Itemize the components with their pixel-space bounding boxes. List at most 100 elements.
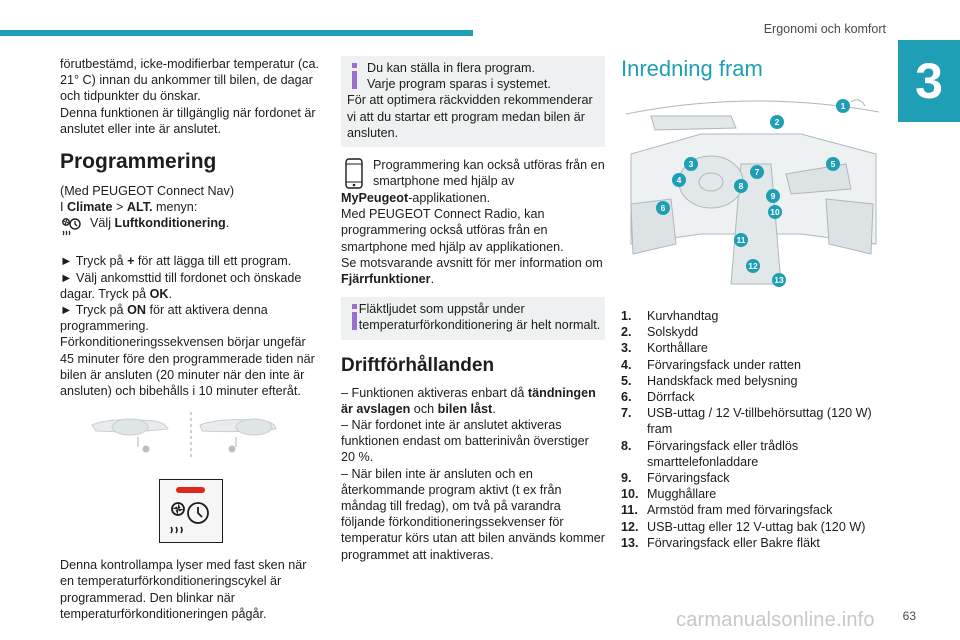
menu-alt: ALT. <box>126 200 153 215</box>
myapp-line: MyPeugeot-applikationen. <box>341 191 491 206</box>
column-middle: Du kan ställa in flera program. Varje pr… <box>341 56 605 563</box>
list-item-label: Solskydd <box>647 325 699 340</box>
list-item-number: 11. <box>621 503 638 518</box>
remote-functions-ref: Se motsvarande avsnitt för mer informati… <box>341 255 603 287</box>
interior-list-item: 1.Kurvhandtag <box>621 308 883 324</box>
callout-label: 6 <box>661 203 666 213</box>
nav-note: (Med PEUGEOT Connect Nav) <box>60 184 235 199</box>
list-item-label: Kurvhandtag <box>647 309 719 323</box>
interior-list-item: 13.Förvaringsfack eller Bakre fläkt <box>621 535 883 551</box>
callout-badge-9: 9 <box>766 189 780 203</box>
list-item-label: Handskfack med belysning <box>647 373 798 388</box>
chapter-color-bar <box>0 30 473 36</box>
info-text-line: Du kan ställa in flera program. <box>367 61 535 75</box>
list-item-number: 9. <box>621 471 632 486</box>
list-item-label: Förvaringsfack under ratten <box>647 357 801 372</box>
list-item-number: 4. <box>621 357 632 372</box>
condition-ignition-locked: – Funktionen aktiveras enbart då tändnin… <box>341 385 596 416</box>
list-item-number: 13. <box>621 535 639 550</box>
callout-label: 7 <box>755 167 760 177</box>
section-heading-driftforhallanden: Driftförhållanden <box>341 354 495 376</box>
list-item-label: Mugghållare <box>647 487 717 502</box>
callout-badge-3: 3 <box>684 157 698 171</box>
callout-badge-1: 1 <box>836 99 850 113</box>
list-item-number: 8. <box>621 438 632 453</box>
list-item-label: Förvaringsfack eller trådlös smarttelefo… <box>647 438 799 469</box>
menu-climate: Climate <box>67 200 113 215</box>
section-heading-programmering: Programmering <box>60 150 217 174</box>
interior-list-item: 3. Korthållare <box>621 340 883 356</box>
condition-battery-level: – När fordonet inte är anslutet aktivera… <box>341 418 589 465</box>
interior-list-item: 2. Solskydd <box>621 324 883 340</box>
interior-list-item: 4. Förvaringsfack under ratten <box>621 357 883 373</box>
red-indicator-bar <box>176 487 205 494</box>
smartphone-text: Programmering kan också utföras från en … <box>373 158 605 189</box>
interior-list-item: 6. Dörrfack <box>621 389 883 405</box>
preconditioning-warning-lamp <box>159 479 223 544</box>
section-heading-inredning-fram: Inredning fram <box>621 56 763 81</box>
interior-list-item: 7.USB-uttag / 12 V-tillbehörsuttag (120 … <box>621 405 883 437</box>
step-add-program: ► Tryck på + för att lägga till ett prog… <box>60 254 292 269</box>
list-item-label: Korthållare <box>647 341 708 356</box>
page-number: 63 <box>902 609 916 623</box>
info-icon <box>347 301 359 331</box>
intro-paragraph: förutbestämd, icke-modifierbar temperatu… <box>60 57 319 104</box>
callout-badge-12: 12 <box>746 259 760 273</box>
list-item-label: Förvaringsfack <box>647 471 730 486</box>
callout-label: 12 <box>748 261 758 271</box>
callout-label: 5 <box>831 159 836 169</box>
callout-label: 13 <box>774 275 784 285</box>
watermark: carmanualsonline.info <box>676 609 875 631</box>
info-icon <box>347 60 367 89</box>
info-box-multiple-programs: Du kan ställa in flera program. Varje pr… <box>341 56 605 148</box>
step-choose-time: ► Välj ankomsttid till fordonet och önsk… <box>60 270 302 301</box>
availability-paragraph: Denna funktionen är tillgänglig när ford… <box>60 105 316 136</box>
callout-label: 9 <box>771 191 776 201</box>
callout-label: 10 <box>770 207 780 217</box>
condition-recurring-program: – När bilen inte är ansluten och en åter… <box>341 466 605 562</box>
fan-noise-text: Fläktljudet som uppstår under temperatur… <box>358 302 601 333</box>
callout-label: 1 <box>841 101 846 111</box>
callout-badge-2: 2 <box>770 115 784 129</box>
chapter-number-tab: 3 <box>898 40 960 122</box>
list-item-number: 5. <box>621 373 632 388</box>
list-item-number: 10. <box>621 487 639 502</box>
interior-list-item: 9. Förvaringsfack <box>621 470 883 486</box>
callout-badge-6: 6 <box>656 201 670 215</box>
list-item-number: 3. <box>621 341 632 356</box>
smartphone-note: Programmering kan också utföras från en … <box>341 157 605 287</box>
list-item-number: 2. <box>621 325 632 340</box>
callout-label: 2 <box>775 117 780 127</box>
interior-list-item: 5. Handskfack med belysning <box>621 373 883 389</box>
warning-lamp-description: Denna kontrollampa lyser med fast sken n… <box>60 558 307 621</box>
step-activate: ► Tryck på ON för att aktivera denna pro… <box>60 303 268 334</box>
list-item-label: USB-uttag eller 12 V-uttag bak (120 W) <box>647 519 866 534</box>
list-item-number: 6. <box>621 390 632 405</box>
interior-list-item: 12. USB-uttag eller 12 V-uttag bak (120 W… <box>621 519 883 535</box>
callout-badge-4: 4 <box>672 173 686 187</box>
sequence-description: Förkonditioneringssekvensen börjar ungef… <box>60 335 315 399</box>
list-item-label: Armstöd fram med förvaringsfack <box>647 503 833 518</box>
callout-label: 4 <box>677 175 682 185</box>
list-item-number: 7. <box>621 406 632 421</box>
callout-badge-10: 10 <box>768 205 782 219</box>
connect-radio-text: Med PEUGEOT Connect Radio, kan programme… <box>341 207 564 254</box>
fan-clock-icon <box>170 502 209 534</box>
interior-list-item: 8. Förvaringsfack eller trådlös smarttele… <box>621 438 883 470</box>
chapter-title: Ergonomi och komfort <box>763 22 886 36</box>
select-ac-row: Välj Luftkonditionering. <box>60 215 322 245</box>
list-item-number: 12. <box>621 519 639 534</box>
list-item-label: Dörrfack <box>647 390 695 405</box>
callout-badge-8: 8 <box>734 179 748 193</box>
smartphone-icon <box>345 158 363 189</box>
info-box-fan-noise: Fläktljudet som uppstår under temperatur… <box>341 297 605 340</box>
callout-label: 3 <box>689 159 694 169</box>
select-ac-text: Välj Luftkonditionering. <box>90 216 230 231</box>
column-left: förutbestämd, icke-modifierbar temperatu… <box>60 56 322 622</box>
info-text-line: Varje program sparas i systemet. <box>367 77 551 92</box>
callout-label: 11 <box>737 235 746 245</box>
callout-badge-7: 7 <box>750 165 764 179</box>
